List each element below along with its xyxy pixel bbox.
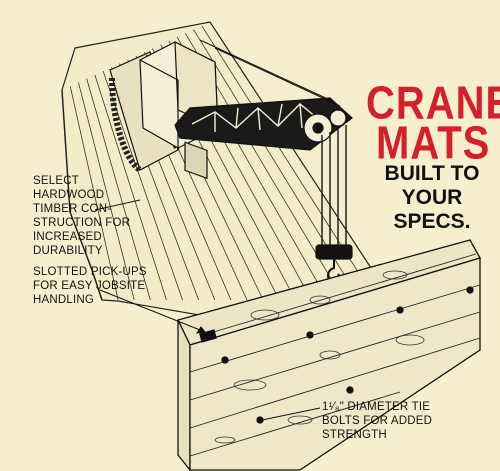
headline-mats: MATS: [376, 118, 491, 169]
plank-line: [78, 82, 135, 301]
crane: [109, 39, 441, 341]
callout-pickups-line: FOR EASY JOBSITE: [33, 280, 146, 292]
callout-pickups-line: SLOTTED PICK-UPS: [33, 266, 147, 278]
callout-bolts-line: STRENGTH: [322, 429, 387, 441]
callout-pickups-line: HANDLING: [33, 294, 95, 306]
callout-bolts-line: BOLTS FOR ADDED: [322, 415, 433, 427]
callout-timber-line: TIMBER CON-: [33, 203, 112, 215]
callout-bolts: 1¹⁄₈" DIAMETER TIE BOLTS FOR ADDED STREN…: [322, 400, 432, 442]
subhead: BUILT TO YOUR SPECS.: [376, 162, 488, 234]
callout-timber-line: STRUCTION FOR: [33, 217, 131, 229]
callout-timber-line: INCREASED: [33, 231, 102, 243]
callout-timber-line: DURABILITY: [33, 245, 103, 257]
callout-timber: SELECT HARDWOOD TIMBER CON- STRUCTION FO…: [33, 174, 130, 258]
subhead-line1: BUILT TO: [384, 162, 480, 185]
plank-line: [94, 74, 167, 301]
callout-pickups: SLOTTED PICK-UPS FOR EASY JOBSITE HANDLI…: [33, 265, 147, 307]
plank-line: [86, 78, 151, 301]
headline-crane: CRANE: [366, 78, 500, 129]
callout-timber-line: SELECT: [33, 175, 79, 187]
callout-timber-line: HARDWOOD: [33, 189, 105, 201]
plank-line: [69, 86, 119, 301]
callout-bolts-line: 1¹⁄₈" DIAMETER TIE: [322, 401, 431, 413]
mat-closeup: [177, 239, 481, 471]
subhead-line2: YOUR: [401, 186, 463, 209]
subhead-line3: SPECS.: [393, 210, 471, 233]
leader-lines: [94, 199, 321, 421]
